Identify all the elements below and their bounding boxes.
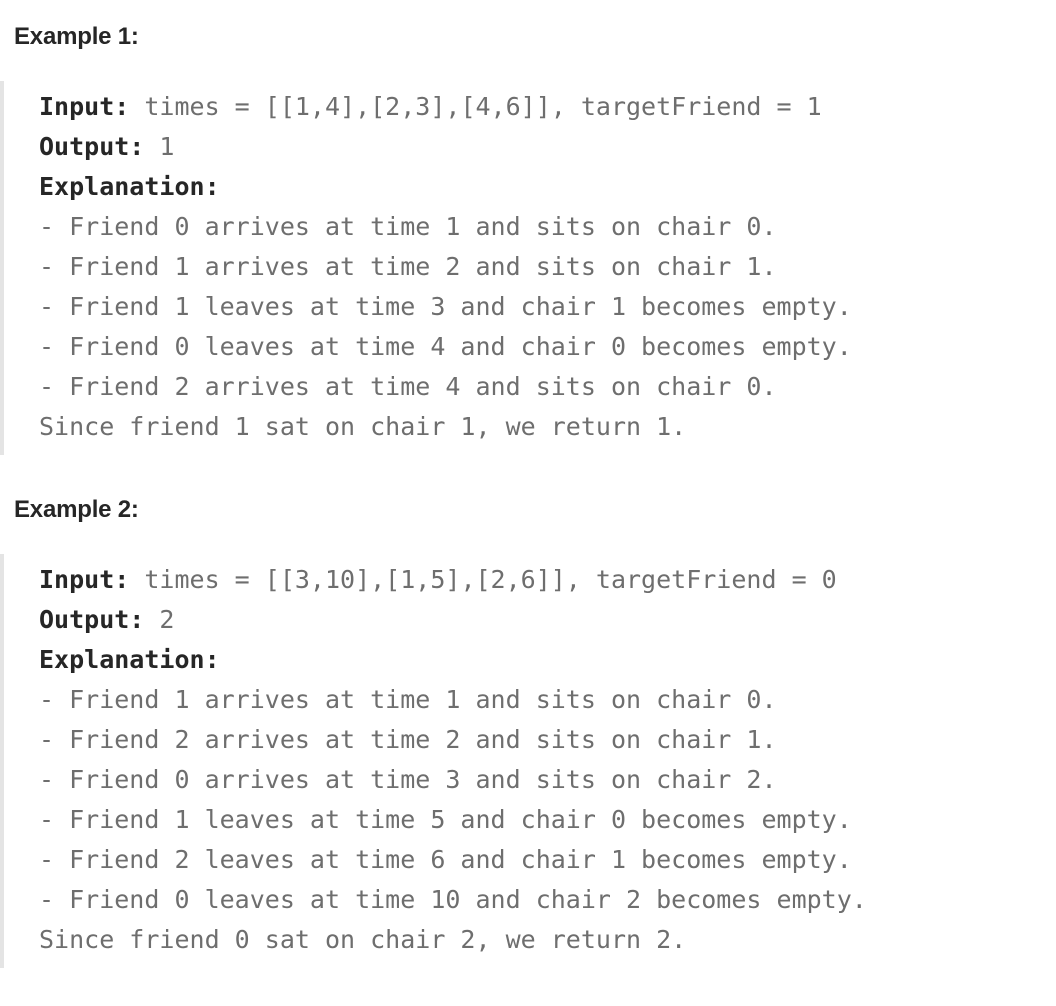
code-block-2: Input: times = [[3,10],[1,5],[2,6]], tar…	[0, 554, 1056, 968]
output-line-2: Output: 2	[4, 600, 1056, 640]
example-heading-1: Example 1:	[14, 23, 139, 50]
example-block-2: Example 2: Input: times = [[3,10],[1,5],…	[0, 473, 1056, 968]
explanation-label-1: Explanation:	[39, 172, 220, 201]
explanation-detail-line: - Friend 1 leaves at time 3 and chair 1 …	[39, 292, 852, 321]
explanation-conclusion-line: Since friend 1 sat on chair 1, we return…	[39, 412, 687, 441]
problem-examples-page: Example 1: Input: times = [[1,4],[2,3],[…	[0, 0, 1056, 968]
input-line-1: Input: times = [[1,4],[2,3],[4,6]], targ…	[4, 87, 1056, 127]
explanation-detail-line: - Friend 0 arrives at time 1 and sits on…	[39, 212, 777, 241]
input-label-2: Input:	[39, 565, 130, 594]
explanation-line-1: Explanation:	[4, 167, 1056, 207]
explanation-detail-line: - Friend 1 arrives at time 2 and sits on…	[39, 252, 777, 281]
explanation-label-2: Explanation:	[39, 645, 220, 674]
explanation-detail-line: - Friend 2 arrives at time 4 and sits on…	[39, 372, 777, 401]
explanation-line-2: Explanation:	[4, 640, 1056, 680]
explanation-detail-line: - Friend 0 leaves at time 10 and chair 2…	[39, 885, 867, 914]
output-line-1: Output: 1	[4, 127, 1056, 167]
output-value-1: 1	[144, 132, 175, 161]
explanation-detail-line: - Friend 0 arrives at time 3 and sits on…	[39, 765, 777, 794]
code-block-1: Input: times = [[1,4],[2,3],[4,6]], targ…	[0, 81, 1056, 455]
output-value-2: 2	[144, 605, 175, 634]
explanation-detail-line: - Friend 1 leaves at time 5 and chair 0 …	[39, 805, 852, 834]
explanation-detail-line: - Friend 0 leaves at time 4 and chair 0 …	[39, 332, 852, 361]
section-spacer	[0, 455, 1056, 473]
example-heading-2: Example 2:	[14, 496, 139, 523]
input-value-1: times = [[1,4],[2,3],[4,6]], targetFrien…	[129, 92, 822, 121]
output-label-1: Output:	[39, 132, 145, 161]
input-line-2: Input: times = [[3,10],[1,5],[2,6]], tar…	[4, 560, 1056, 600]
output-label-2: Output:	[39, 605, 145, 634]
explanation-detail-line: - Friend 1 arrives at time 1 and sits on…	[39, 685, 777, 714]
input-label-1: Input:	[39, 92, 130, 121]
explanation-detail-line: - Friend 2 arrives at time 2 and sits on…	[39, 725, 777, 754]
example-block-1: Example 1: Input: times = [[1,4],[2,3],[…	[0, 0, 1056, 455]
explanation-conclusion-line: Since friend 0 sat on chair 2, we return…	[39, 925, 687, 954]
explanation-detail-line: - Friend 2 leaves at time 6 and chair 1 …	[39, 845, 852, 874]
input-value-2: times = [[3,10],[1,5],[2,6]], targetFrie…	[129, 565, 837, 594]
